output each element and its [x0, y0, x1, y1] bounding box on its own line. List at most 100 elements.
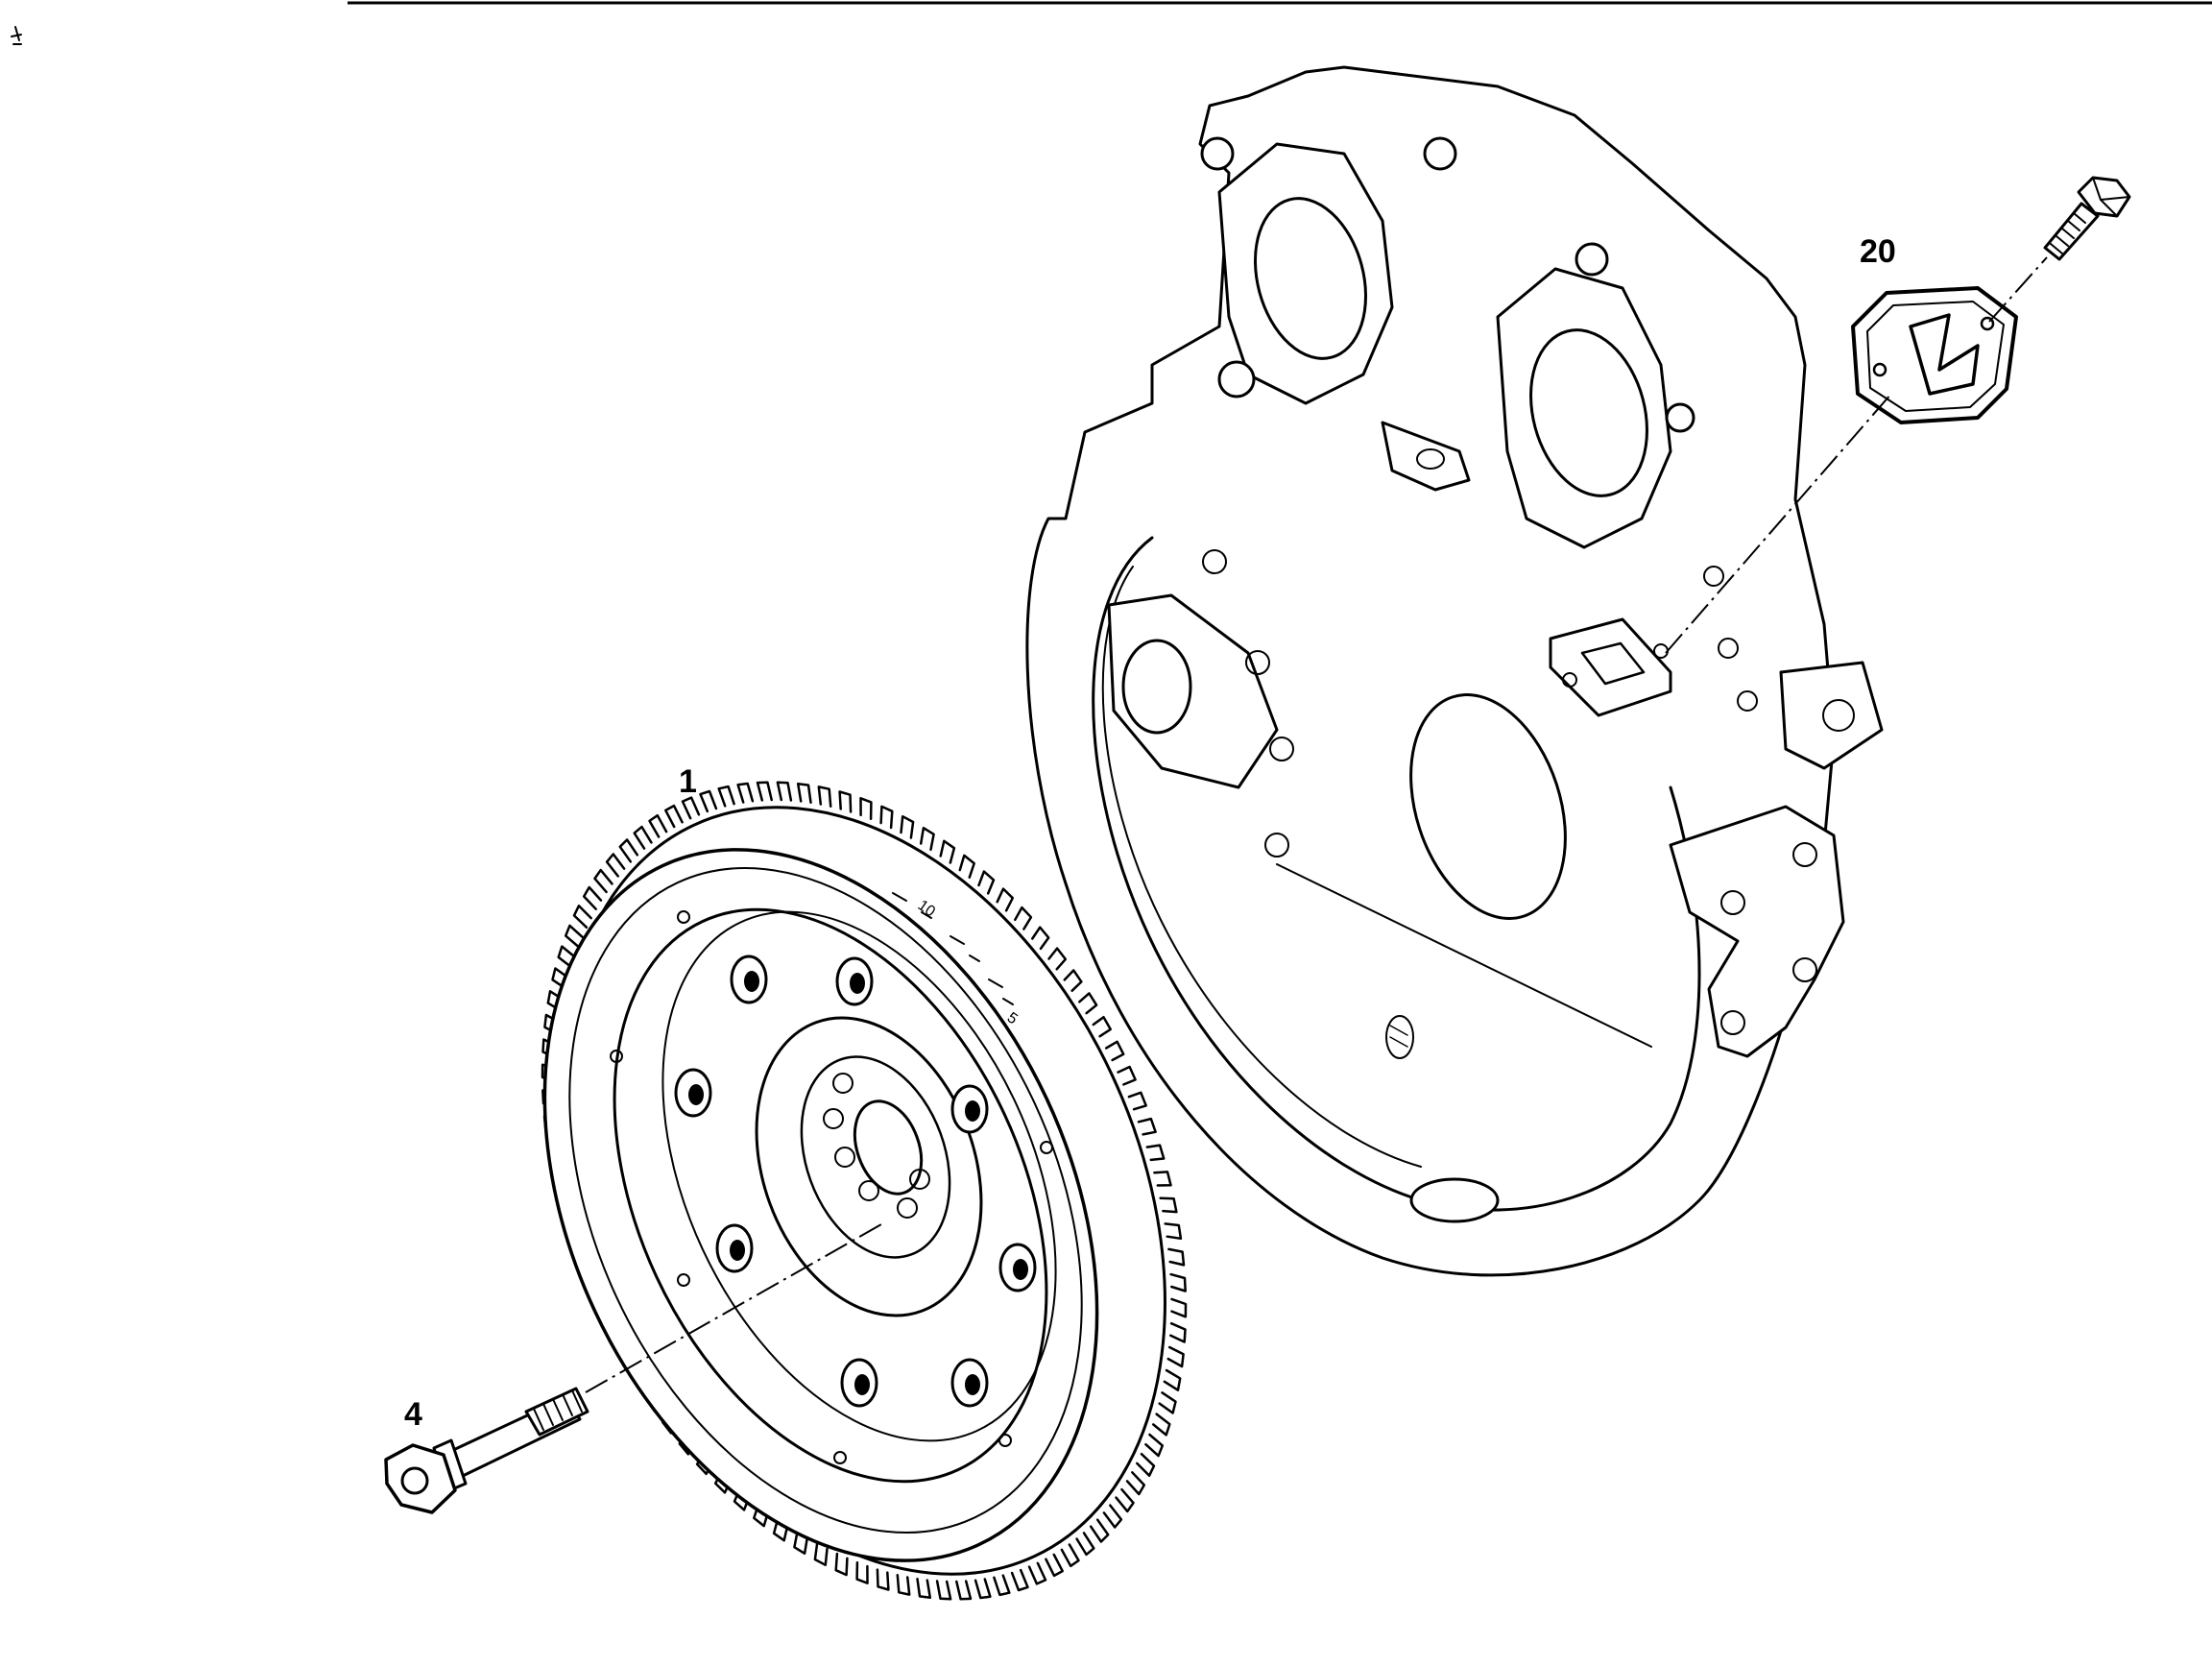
gear-tooth — [1137, 1117, 1157, 1136]
gear-tooth — [1010, 1568, 1029, 1592]
flywheel-clutch-face — [613, 907, 1048, 1484]
callout-flywheel: 1 — [679, 763, 697, 800]
gear-tooth — [1151, 1413, 1171, 1437]
hub-hole-2 — [823, 1108, 844, 1129]
gear-tooth — [859, 797, 873, 821]
rim-hole-4 — [833, 1451, 847, 1464]
housing-inner-face — [1101, 566, 1422, 1168]
rim-hole-6 — [1040, 1141, 1053, 1154]
housing-hole-c — [1264, 833, 1289, 858]
housing-bracket-hole-3 — [1792, 957, 1817, 982]
rim-hole-3 — [677, 1273, 690, 1287]
gear-tooth — [1078, 992, 1098, 1015]
housing-right-mount — [1779, 661, 1884, 770]
gear-tooth — [593, 868, 613, 894]
gear-tooth — [996, 887, 1015, 912]
hub-hole-6 — [909, 1169, 930, 1190]
housing-right-bracket — [1669, 805, 1845, 1058]
gear-tooth — [681, 796, 701, 820]
housing-stud-3 — [1575, 242, 1609, 277]
gear-tooth — [919, 826, 935, 852]
housing-bracket-hole-4 — [1720, 1010, 1745, 1035]
cover-plate-screw — [2043, 176, 2131, 261]
gear-tooth — [633, 825, 653, 850]
gear-tooth — [935, 1580, 952, 1601]
callout-bolt: 4 — [404, 1396, 422, 1433]
housing-port-hole-1 — [1562, 672, 1577, 688]
gear-tooth — [699, 789, 718, 813]
gear-tooth — [1144, 1433, 1165, 1458]
gear-tooth — [1060, 1543, 1080, 1568]
gear-tooth — [772, 1517, 789, 1542]
gear-tooth — [1169, 1321, 1187, 1343]
housing-threaded-hole — [1385, 1015, 1414, 1059]
housing-left-bracket — [1107, 593, 1279, 789]
housing-hole-a — [1245, 650, 1270, 675]
housing-stud-5 — [1217, 360, 1256, 399]
hub-hole-1 — [832, 1073, 854, 1094]
gear-tooth — [813, 1542, 829, 1567]
cover-screw-shank — [2043, 202, 2100, 261]
housing-hole-f — [1737, 690, 1758, 712]
gear-tooth — [1167, 1247, 1186, 1267]
clutch-bolt-hole — [1013, 1259, 1028, 1280]
bolt-axis-line — [585, 1223, 882, 1393]
gear-tooth — [736, 782, 755, 804]
gear-tooth — [977, 870, 996, 895]
clutch-bolt-bosses — [674, 954, 1037, 1408]
gear-tooth — [717, 785, 735, 808]
cover-plate-body — [1851, 286, 2018, 424]
housing-bracket-hole-1 — [1792, 842, 1817, 867]
gear-tooth — [776, 781, 793, 802]
gear-tooth — [648, 813, 668, 838]
flywheel-bolt-thread-section — [524, 1387, 589, 1437]
clutch-bolt-hole — [965, 1100, 980, 1122]
gear-tooth — [855, 1560, 869, 1584]
gear-tooth — [1115, 1487, 1135, 1513]
housing-top-boss-left — [1217, 142, 1394, 405]
housing-left-bracket-bore — [1121, 639, 1192, 735]
hub-hole-5 — [897, 1197, 918, 1219]
housing-right-mount-hole — [1822, 699, 1855, 732]
hub-hole-3 — [834, 1147, 855, 1168]
gear-tooth — [838, 790, 853, 813]
flywheel-bolt — [384, 1387, 589, 1514]
gear-tooth — [834, 1552, 849, 1577]
gear-tooth — [879, 805, 894, 830]
gear-tooth — [1027, 1561, 1047, 1585]
clutch-bolt-hole — [744, 971, 759, 992]
gear-tooth — [564, 924, 584, 949]
cover-screw-head-facets — [2092, 177, 2130, 217]
gear-tooth — [1153, 1171, 1172, 1187]
rim-hole-1 — [677, 910, 690, 924]
flywheel-bolt-thread — [533, 1389, 583, 1431]
cover-screw-axis-line — [1988, 256, 2048, 323]
gear-tooth — [1145, 1144, 1166, 1162]
gear-tooth — [1136, 1452, 1156, 1477]
gear-tooth — [896, 1574, 911, 1596]
clutch-bolt-hole — [688, 1084, 704, 1105]
gear-tooth — [1164, 1222, 1183, 1241]
gear-tooth — [1089, 1518, 1110, 1543]
gear-tooth — [1075, 1532, 1095, 1557]
flywheel-timing-marks — [892, 892, 1014, 1005]
gear-tooth — [1045, 1553, 1064, 1578]
flywheel-hub — [800, 1055, 951, 1259]
gear-tooth — [557, 945, 577, 969]
gear-tooth — [876, 1568, 890, 1591]
gear-tooth — [1014, 906, 1033, 930]
housing-hole-d — [1202, 549, 1227, 574]
flywheel-housing — [1025, 65, 1884, 1277]
flywheel: 10 5 — [541, 781, 1188, 1601]
cover-plate-axis-line — [1665, 393, 1892, 654]
housing-inspection-opening — [1580, 641, 1646, 686]
gear-tooth — [1163, 1368, 1182, 1391]
rim-hole-2 — [610, 1050, 623, 1063]
housing-thread-hatch — [1389, 1025, 1408, 1048]
gear-tooth — [1169, 1272, 1187, 1293]
clutch-bolt-hole — [965, 1374, 980, 1395]
flywheel-bolt-head — [384, 1443, 457, 1514]
housing-inspection-port — [1549, 617, 1672, 717]
gear-tooth — [572, 905, 592, 930]
